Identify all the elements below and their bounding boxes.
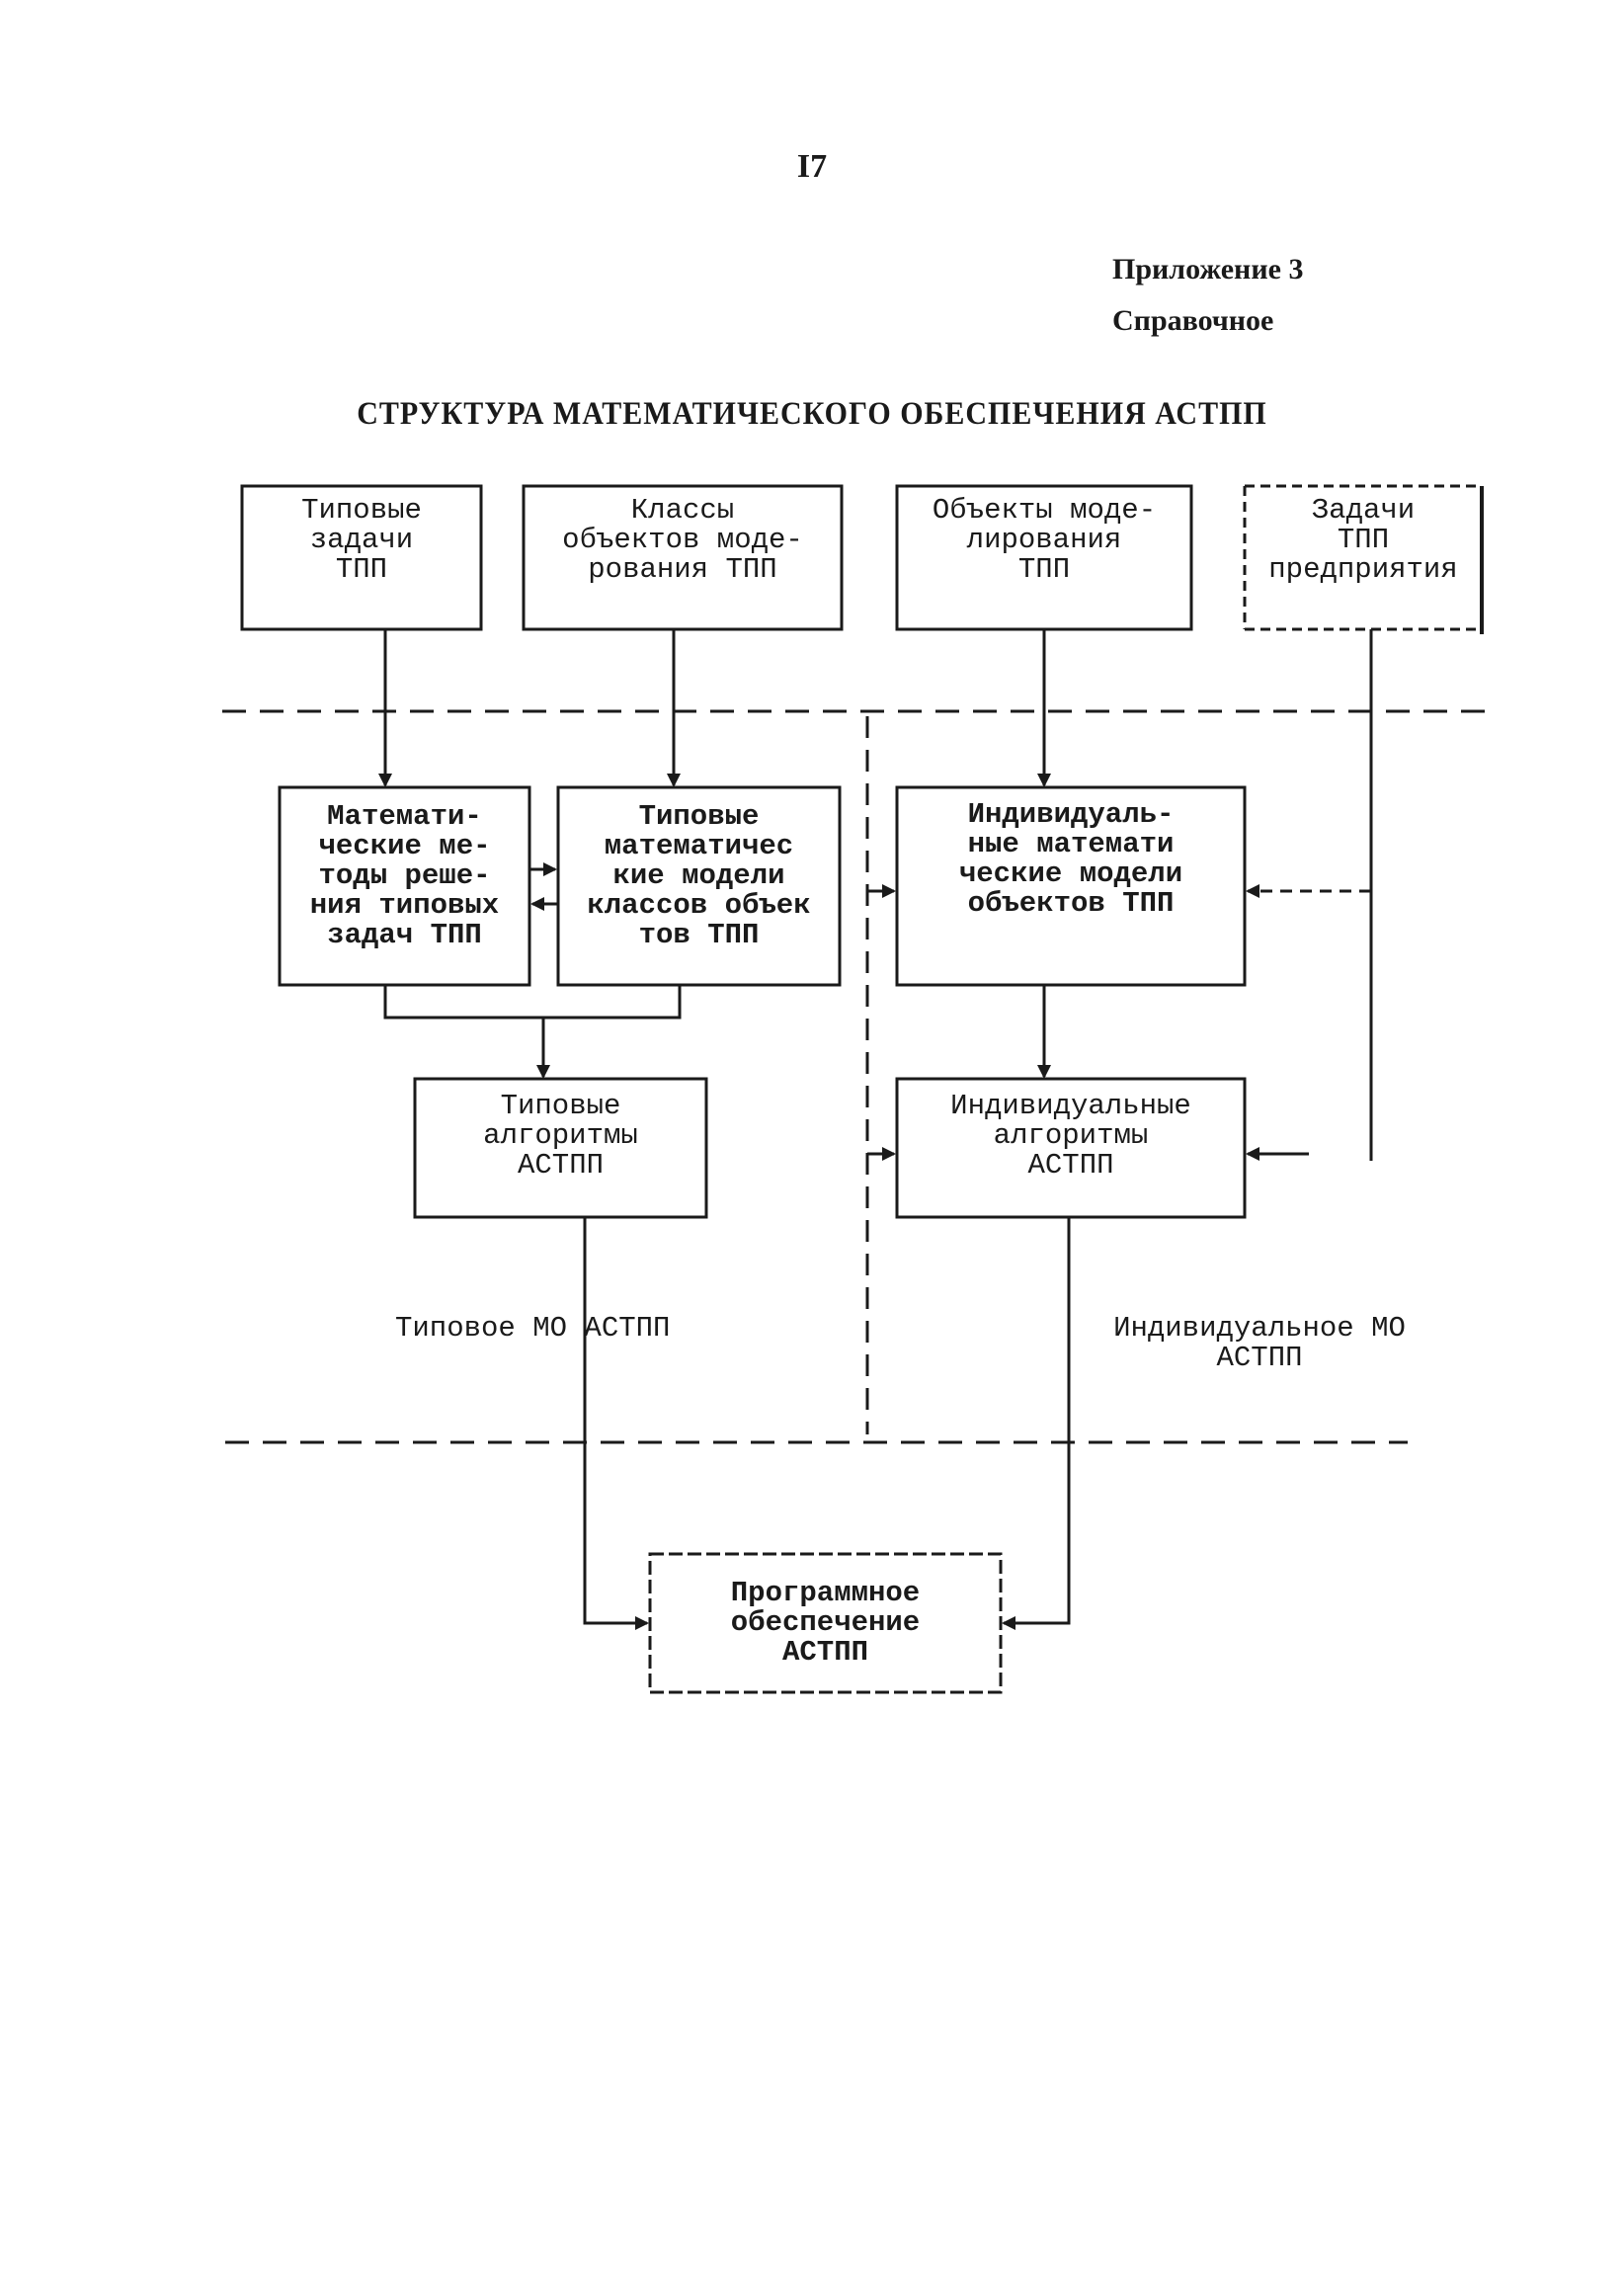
typical-mo-label: Типовое МО АСТПП bbox=[395, 1312, 671, 1345]
diagram-title: СТРУКТУРА МАТЕМАТИЧЕСКОГО ОБЕСПЕЧЕНИЯ АС… bbox=[357, 395, 1267, 432]
appendix-number: Приложение 3 bbox=[1112, 253, 1304, 286]
individual-algorithms-text: Индивидуальные алгоритмы АСТПП bbox=[950, 1089, 1191, 1182]
box-object-classes bbox=[522, 484, 844, 631]
enterprise-tasks-text: Задачи ТПП предприятия bbox=[1268, 494, 1458, 586]
box-math-methods bbox=[278, 785, 531, 987]
box-typical-models bbox=[556, 785, 842, 987]
math-methods-text: Математи- ческие ме- тоды реше- ния типо… bbox=[309, 800, 500, 951]
box-typical-tasks bbox=[240, 484, 483, 631]
individual-mo-label: Индивидуальное МО АСТПП bbox=[1113, 1312, 1406, 1374]
typical-models-text: Типовые математичес кие модели классов о… bbox=[587, 800, 811, 951]
box-typical-algorithms bbox=[413, 1077, 708, 1219]
box-individual-models bbox=[895, 785, 1247, 987]
software-text: Программное обеспечение АСТПП bbox=[730, 1577, 921, 1669]
box-software bbox=[648, 1552, 1003, 1694]
typical-algorithms-text: Типовые алгоритмы АСТПП bbox=[483, 1089, 638, 1182]
page-number: I7 bbox=[796, 148, 828, 185]
individual-models-text: Индивидуаль- ные математи ческие модели … bbox=[958, 797, 1183, 920]
modeling-objects-text: Объекты моде- лирования ТПП bbox=[932, 494, 1157, 586]
box-individual-algorithms bbox=[895, 1077, 1247, 1219]
box-enterprise-tasks bbox=[1243, 484, 1482, 631]
object-classes-text: Классы объектов моде- рования ТПП bbox=[562, 494, 803, 586]
appendix-type: Справочное bbox=[1112, 304, 1274, 337]
appendix-note: Приложение 3 Справочное bbox=[1112, 244, 1303, 347]
typical-tasks-text: Типовые задачи ТПП bbox=[301, 494, 422, 586]
